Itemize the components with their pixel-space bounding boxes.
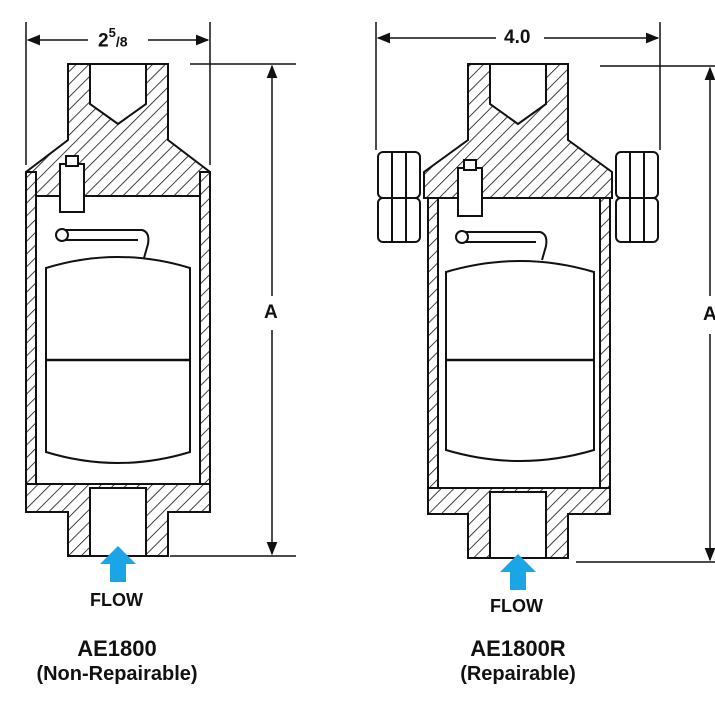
ae1800-outlet-bore [89, 487, 147, 557]
ae1800r-width-label: 4.0 [504, 27, 531, 48]
ae1800-inlet-bore [89, 63, 147, 126]
ae1800r-height-label: A [703, 304, 715, 325]
ae1800-width-denominator: 8 [119, 33, 128, 50]
ae1800r-inlet-bore [489, 63, 547, 126]
ae1800r-left-bolt [377, 151, 421, 243]
ae1800-shell-right-wall [199, 171, 211, 485]
ae1800r-width-dimension [375, 22, 661, 150]
ae1800-width-numerator: 5 [108, 25, 116, 40]
ae1800-shell-left-wall [25, 171, 37, 485]
ae1800-width-whole: 2 [98, 30, 109, 52]
ae1800-height-dimension [170, 63, 296, 557]
ae1800r-height-dimension [576, 65, 715, 563]
ae1800r-right-bolt [615, 151, 659, 243]
ae1800-valve [25, 63, 211, 557]
ae1800-model-name: AE1800 [77, 636, 157, 661]
ae1800-flow-label: FLOW [90, 590, 143, 610]
ae1800r-shell-left-wall [427, 197, 439, 489]
ae1800-float-lever [58, 229, 150, 259]
ae1800r-float-lever [458, 231, 548, 261]
ae1800r-model-name: AE1800R [470, 636, 566, 661]
ae1800r-flow-label: FLOW [490, 596, 543, 616]
ae1800-width-label: 25/8 [98, 25, 128, 52]
ae1800r-valve [377, 63, 659, 559]
ae1800-model-subtitle: (Non-Repairable) [36, 663, 198, 685]
ae1800r-flow-arrow [500, 554, 536, 590]
ae1800-width-dimension [25, 22, 211, 165]
ae1800r-shell-right-wall [599, 197, 611, 489]
ae1800r-outlet-bore [489, 491, 547, 559]
ae1800-height-label: A [264, 302, 278, 323]
ae1800-valve-stem [59, 163, 85, 213]
ae1800r-model-subtitle: (Repairable) [460, 663, 576, 685]
ae1800r-valve-stem [457, 167, 483, 217]
ae1800-flow-arrow [100, 546, 136, 582]
